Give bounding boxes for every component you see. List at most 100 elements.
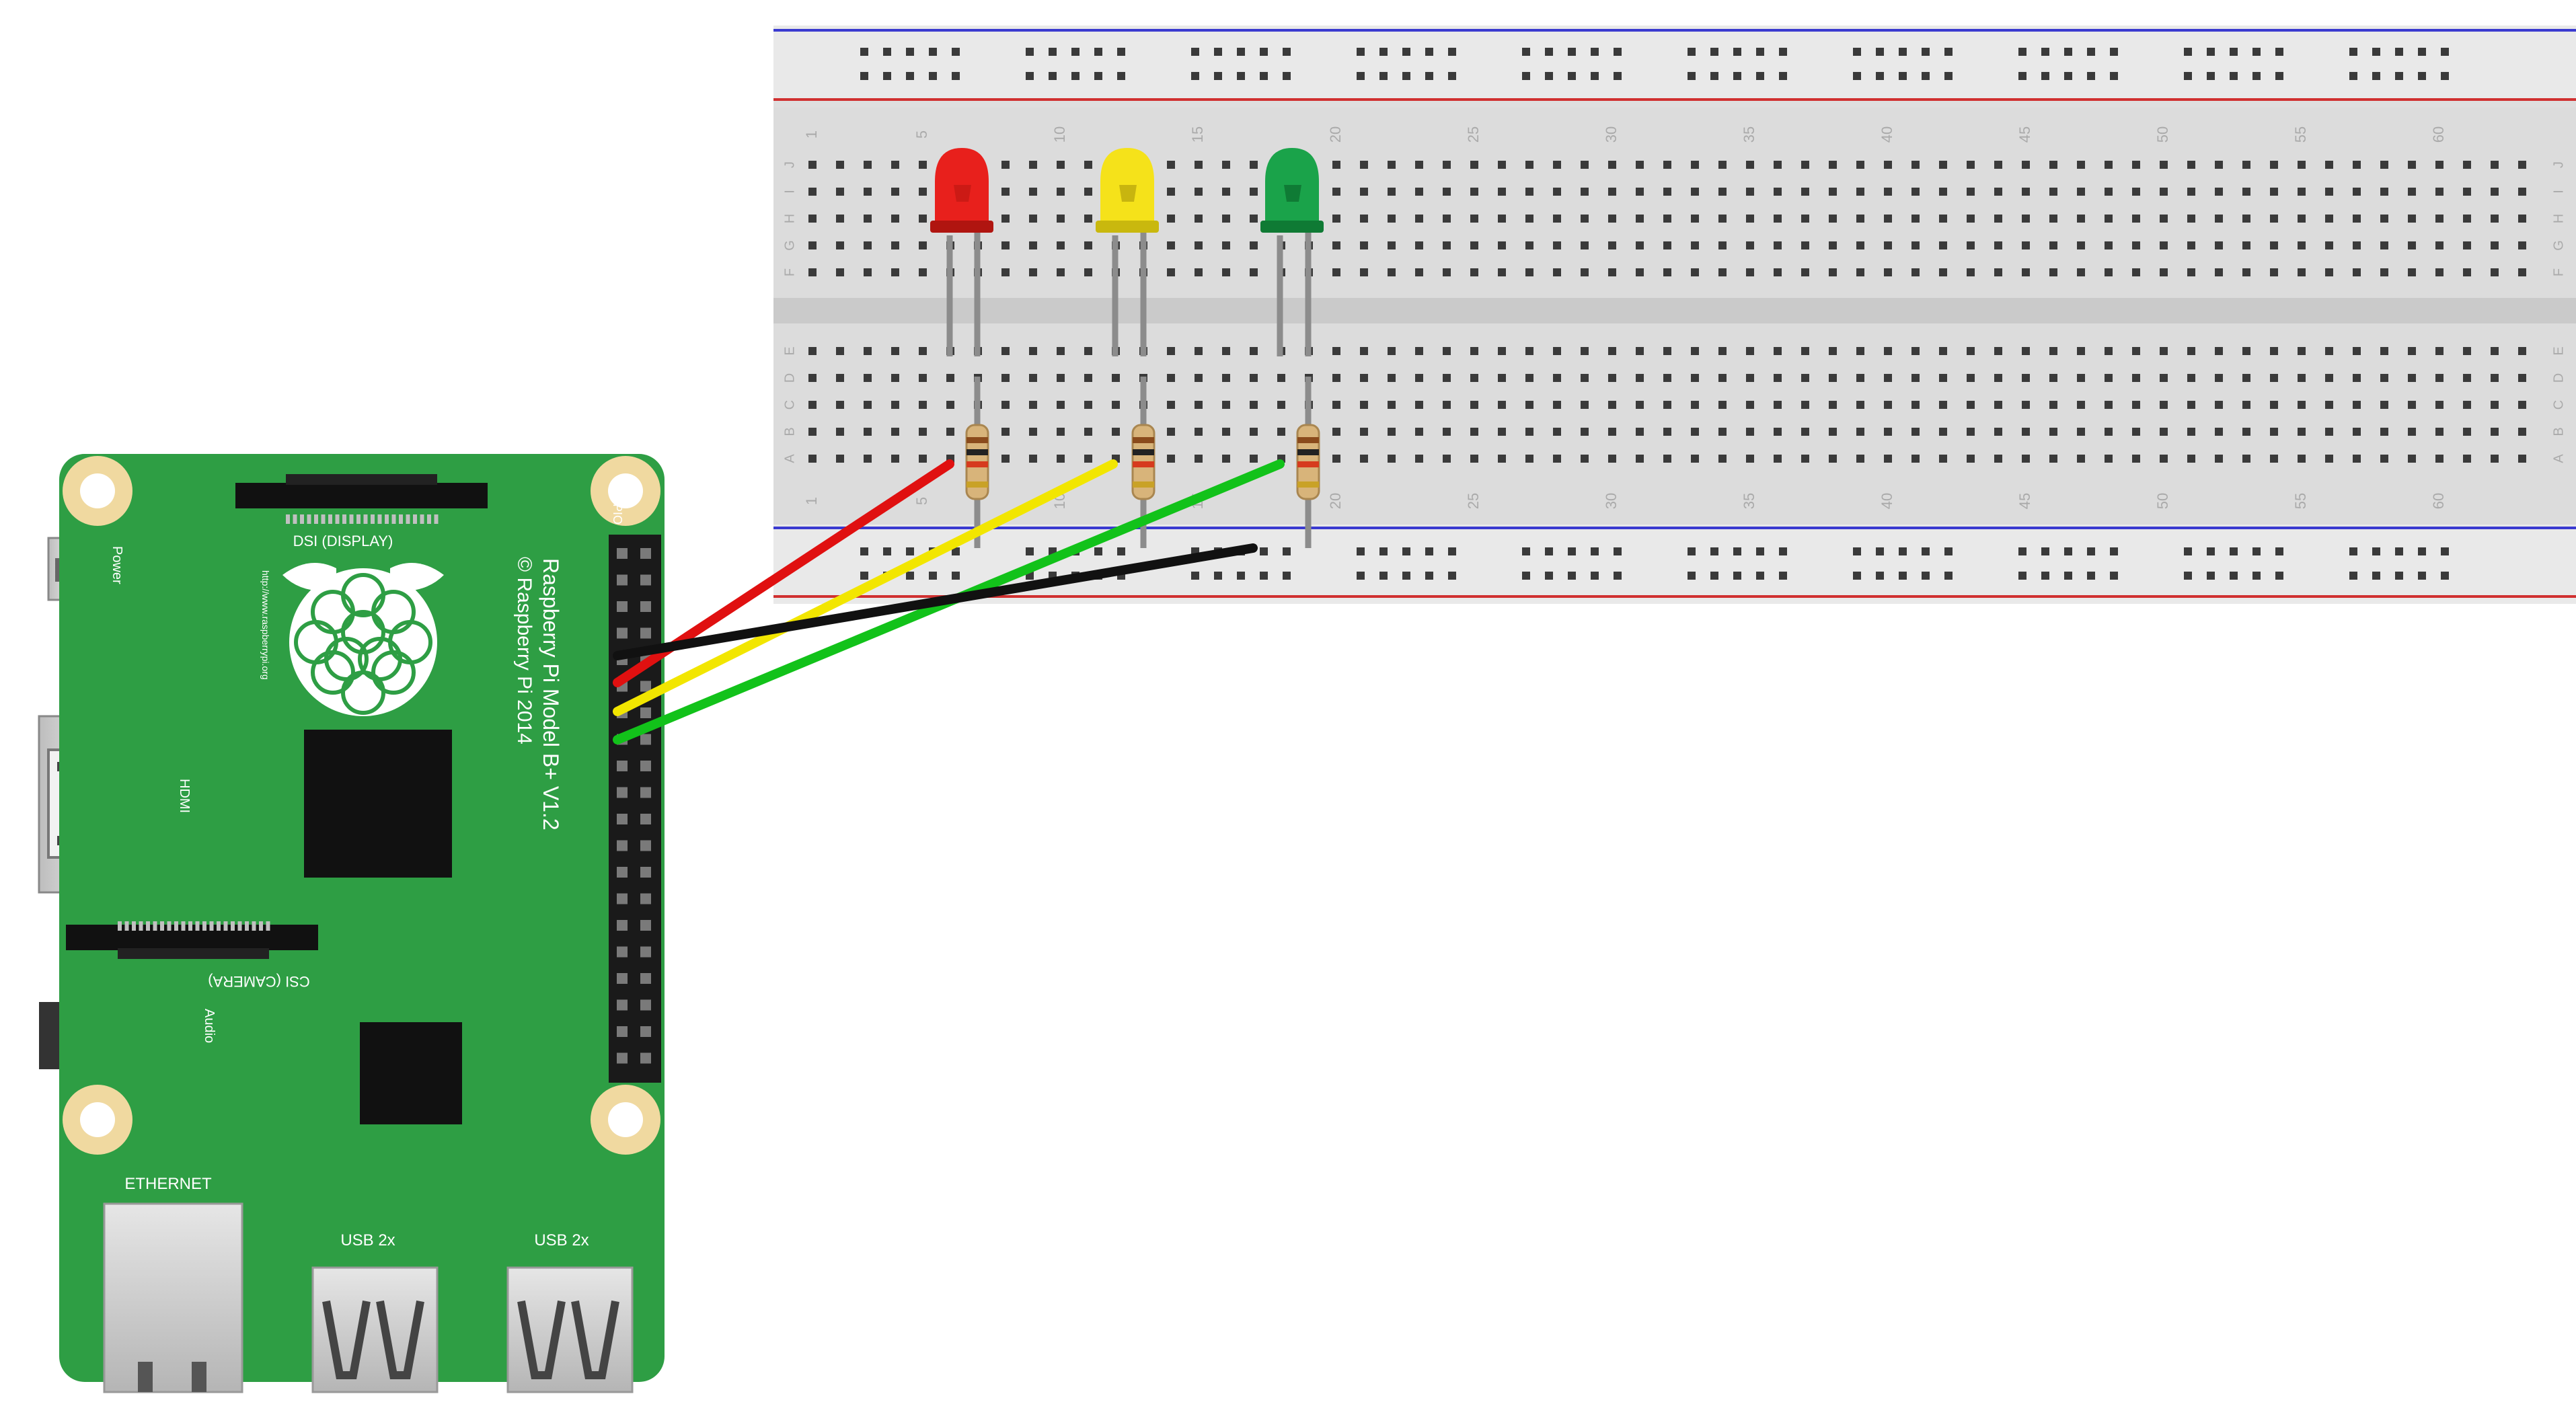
breadboard-hole xyxy=(1332,215,1340,223)
breadboard-hole xyxy=(2380,401,2388,409)
breadboard-hole xyxy=(1167,347,1175,355)
gpio-pin xyxy=(617,920,628,931)
breadboard-hole xyxy=(2215,455,2223,463)
breadboard-hole xyxy=(1470,241,1478,249)
breadboard-hole xyxy=(1801,241,1809,249)
rail-hole xyxy=(2441,72,2449,80)
column-number: 40 xyxy=(1879,126,1895,143)
breadboard-hole xyxy=(1856,347,1864,355)
rail-hole xyxy=(2252,572,2261,580)
breadboard-hole xyxy=(1718,401,1727,409)
breadboard-hole xyxy=(1443,455,1451,463)
breadboard-hole xyxy=(1939,161,1947,169)
rail-hole xyxy=(1522,48,1530,56)
breadboard-hole xyxy=(2077,455,2085,463)
breadboard-hole xyxy=(864,188,872,196)
breadboard-hole xyxy=(1636,347,1644,355)
rail-hole xyxy=(2418,572,2426,580)
rail-hole xyxy=(1614,547,1622,555)
breadboard-hole xyxy=(2160,268,2168,276)
breadboard-hole xyxy=(2408,161,2416,169)
rail-hole xyxy=(2275,72,2283,80)
rail-hole xyxy=(1733,72,1741,80)
breadboard-hole xyxy=(2132,268,2140,276)
breadboard-hole xyxy=(1498,428,1506,436)
row-letter: E xyxy=(2551,346,2566,355)
pcb xyxy=(59,454,665,1382)
rail-hole xyxy=(2041,547,2049,555)
breadboard-hole xyxy=(1746,428,1754,436)
breadboard-hole xyxy=(1360,401,1368,409)
rail-hole xyxy=(1591,572,1599,580)
rail-hole xyxy=(883,72,891,80)
rail-hole xyxy=(1922,547,1930,555)
rail-hole xyxy=(1756,572,1764,580)
rail-hole xyxy=(2252,547,2261,555)
breadboard-hole xyxy=(2435,161,2444,169)
rail-hole xyxy=(1922,48,1930,56)
connector-pin xyxy=(391,514,396,524)
column-number: 35 xyxy=(1741,126,1757,143)
breadboard-hole xyxy=(891,188,899,196)
column-number: 60 xyxy=(2430,126,2447,143)
breadboard-hole xyxy=(864,455,872,463)
column-number: 50 xyxy=(2154,126,2171,143)
breadboard-hole xyxy=(1167,428,1175,436)
rail-hole xyxy=(2087,72,2095,80)
breadboard-hole xyxy=(2435,428,2444,436)
led-rim xyxy=(1096,221,1159,233)
rail-hole xyxy=(1756,72,1764,80)
breadboard-hole xyxy=(2353,401,2361,409)
breadboard-hole xyxy=(2242,268,2250,276)
breadboard-hole xyxy=(1939,428,1947,436)
breadboard-hole xyxy=(2353,215,2361,223)
rail-hole xyxy=(1283,48,1291,56)
rail-hole xyxy=(906,572,914,580)
breadboard-hole xyxy=(1057,188,1065,196)
breadboard-hole xyxy=(1911,374,1920,382)
breadboard-hole xyxy=(2463,268,2471,276)
breadboard-hole xyxy=(2215,374,2223,382)
rail-hole xyxy=(2041,48,2049,56)
breadboard-hole xyxy=(1774,188,1782,196)
breadboard-hole xyxy=(2049,268,2057,276)
led-legs xyxy=(946,232,1312,356)
breadboard-hole xyxy=(2022,215,2030,223)
connector-pin xyxy=(420,514,424,524)
rail-hole xyxy=(1425,572,1433,580)
breadboard-hole xyxy=(2270,455,2278,463)
breadboard-hole xyxy=(2435,215,2444,223)
column-number: 55 xyxy=(2292,493,2309,509)
rail-hole xyxy=(1357,48,1365,56)
breadboard-hole xyxy=(1608,161,1616,169)
rail-hole xyxy=(1026,72,1034,80)
breadboard-hole xyxy=(864,428,872,436)
led-die xyxy=(954,185,971,202)
breadboard-hole xyxy=(919,455,927,463)
breadboard-hole xyxy=(1525,241,1533,249)
rail-hole xyxy=(1853,572,1861,580)
breadboard-hole xyxy=(2380,215,2388,223)
resistor-green-led xyxy=(1296,377,1320,548)
column-number: 25 xyxy=(1465,126,1482,143)
breadboard-hole xyxy=(1001,215,1010,223)
connector-pin xyxy=(153,921,157,931)
breadboard-hole xyxy=(1967,401,1975,409)
breadboard-hole xyxy=(2049,188,2057,196)
connector-pin xyxy=(266,921,270,931)
breadboard-hole xyxy=(2160,374,2168,382)
rail-hole xyxy=(2395,547,2403,555)
breadboard-hole xyxy=(1443,241,1451,249)
breadboard-hole xyxy=(1525,215,1533,223)
connector-pin xyxy=(237,921,242,931)
breadboard-hole xyxy=(2160,347,2168,355)
breadboard-hole xyxy=(1084,241,1092,249)
breadboard-hole xyxy=(864,347,872,355)
rail-hole xyxy=(1522,72,1530,80)
breadboard-hole xyxy=(2132,241,2140,249)
breadboard-hole xyxy=(2325,161,2333,169)
breadboard-hole xyxy=(2242,401,2250,409)
breadboard-hole xyxy=(1967,161,1975,169)
breadboard-hole xyxy=(1939,347,1947,355)
